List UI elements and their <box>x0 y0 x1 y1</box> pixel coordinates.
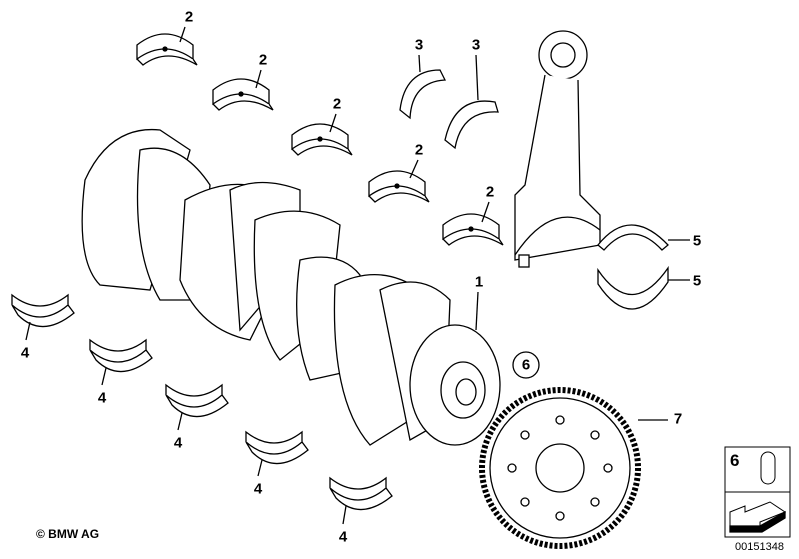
callout-3: 3 <box>471 36 481 54</box>
lower-bearing-shell[interactable] <box>11 294 75 341</box>
callout-4: 4 <box>97 389 107 407</box>
copyright: © BMW AG <box>36 527 100 541</box>
upper-bearing-shell[interactable] <box>368 159 430 203</box>
lower-bearing-shell[interactable] <box>329 477 393 525</box>
increment-wheel[interactable] <box>479 387 668 549</box>
upper-bearing-shell[interactable] <box>136 26 198 66</box>
thrust-washer[interactable] <box>399 54 447 120</box>
legend-number: 6 <box>730 451 740 470</box>
lower-bearing-shell[interactable] <box>245 431 309 477</box>
lower-bearing-shell[interactable] <box>165 384 229 431</box>
callout-2: 2 <box>184 8 194 26</box>
callout-3: 3 <box>414 36 424 54</box>
upper-bearing-shell[interactable] <box>291 113 353 156</box>
callout-4: 4 <box>173 434 183 452</box>
callout-6: 6 <box>521 356 531 374</box>
callout-circle-6 <box>512 351 540 379</box>
callout-5: 5 <box>692 232 702 250</box>
callout-2: 2 <box>414 141 424 159</box>
thrust-washer[interactable] <box>444 54 499 150</box>
callout-2: 2 <box>332 95 342 113</box>
upper-bearing-shell[interactable] <box>212 69 274 111</box>
upper-bearing-shell[interactable] <box>442 201 504 246</box>
conrod-bearing-shell[interactable] <box>597 224 690 251</box>
callout-1: 1 <box>474 273 484 291</box>
lower-bearing-shell[interactable] <box>89 339 153 386</box>
document-number: 00151348 <box>735 541 784 553</box>
conrod-bearing-shell[interactable] <box>597 265 690 310</box>
callout-5: 5 <box>692 272 702 290</box>
callout-2: 2 <box>485 183 495 201</box>
legend-box <box>724 446 791 538</box>
callout-2: 2 <box>258 51 268 69</box>
callout-4: 4 <box>20 344 30 362</box>
dowel-pin-icon <box>760 451 776 485</box>
connecting-rod[interactable] <box>514 30 601 268</box>
callout-4: 4 <box>338 528 348 546</box>
callout-7: 7 <box>673 410 683 428</box>
callout-4: 4 <box>253 480 263 498</box>
crankshaft[interactable] <box>81 128 501 446</box>
